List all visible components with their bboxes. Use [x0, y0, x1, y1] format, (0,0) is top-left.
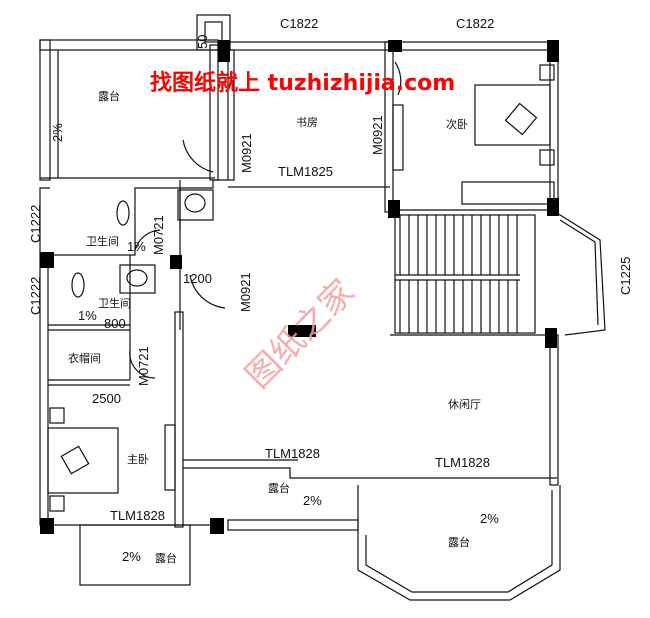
label-slope: 2%: [50, 123, 65, 142]
label-slope: 1%: [127, 239, 146, 254]
walls: [39, 14, 606, 601]
label-dim-50: 50: [195, 35, 210, 49]
label-slope: 2%: [303, 493, 322, 508]
room-label-lounge: 休闲厅: [448, 397, 481, 411]
room-label-balcony: 露台: [98, 89, 120, 103]
label-window-c1225: C1225: [618, 257, 633, 295]
label-window-c1222: C1222: [28, 277, 43, 315]
label-dim-2500: 2500: [92, 391, 121, 406]
room-label-master-bedroom: 主卧: [127, 453, 149, 466]
watermark-stamp: 图纸之家: [238, 272, 362, 396]
label-slope: 2%: [480, 511, 499, 526]
room-label-bathroom: 卫生间: [98, 296, 131, 310]
bed-icon: [474, 64, 555, 166]
door-swings: [129, 61, 402, 379]
label-dim-800: 800: [104, 316, 126, 331]
label-dim-1200: 1200: [183, 271, 212, 286]
room-label-balcony: 露台: [155, 551, 177, 565]
room-label-study: 书房: [296, 116, 318, 129]
room-label-balcony: 露台: [448, 535, 470, 549]
sink-icon: [119, 189, 214, 294]
label-slide-door-tlm1828: TLM1828: [110, 508, 165, 523]
label-slide-door-tlm1825: TLM1825: [278, 164, 333, 179]
bed-icon: [47, 407, 119, 512]
room-label-balcony: 露台: [268, 481, 290, 495]
staircase: [394, 214, 536, 334]
room-label-second-bedroom: 次卧: [446, 117, 468, 131]
room-label-cloakroom: 衣帽间: [68, 351, 101, 365]
watermark-text: 找图纸就上 tuzhizhijia.com: [150, 70, 455, 96]
label-slope: 2%: [122, 549, 141, 564]
label-door-m0921: M0921: [370, 115, 385, 155]
stair-steps: [399, 215, 518, 333]
label-door-m0921: M0921: [238, 272, 253, 312]
label-window-c1822: C1822: [280, 16, 318, 31]
wardrobe-icon: [164, 104, 555, 491]
label-window-c1222: C1222: [28, 205, 43, 243]
label-door-m0721: M0721: [136, 346, 151, 386]
label-slide-door-tlm1828: TLM1828: [265, 446, 320, 461]
svg-text:图纸之家: 图纸之家: [238, 272, 362, 396]
label-slide-door-tlm1828: TLM1828: [435, 455, 490, 470]
room-label-bathroom: 卫生间: [86, 234, 119, 248]
toilet-icon: [71, 200, 130, 298]
label-slope: 1%: [78, 308, 97, 323]
label-door-m0921: M0921: [239, 133, 254, 173]
columns: [40, 40, 559, 534]
label-window-c1822: C1822: [456, 16, 494, 31]
label-door-m0721: M0721: [151, 215, 166, 255]
